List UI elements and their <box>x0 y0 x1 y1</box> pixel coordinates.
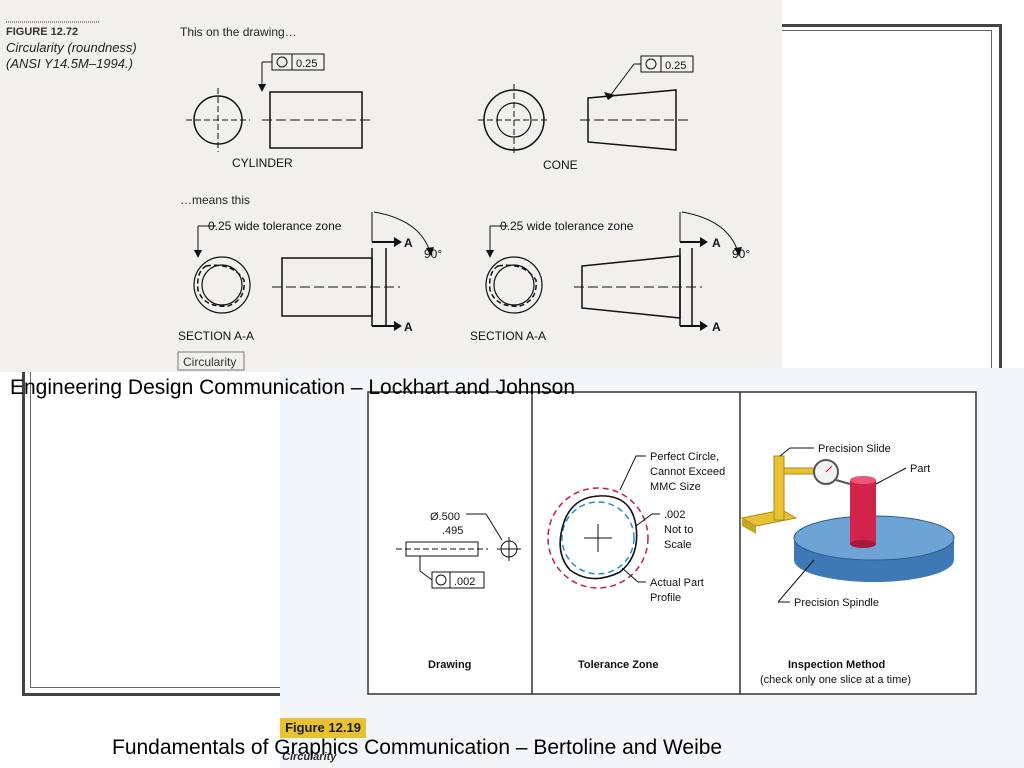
header-drawing: This on the drawing… <box>180 25 297 39</box>
circularity-box <box>177 351 245 371</box>
angle-label-left: 90° <box>424 247 442 261</box>
tolerance-zone-outer-cone <box>485 256 543 314</box>
arrow-a-top-left: A <box>404 236 413 250</box>
figure-b-label: Figure 12.19 <box>280 718 366 738</box>
cylinder-fcf: 0.25 <box>258 53 325 92</box>
caption-bertoline-weibe: Fundamentals of Graphics Communication –… <box>112 736 723 759</box>
panel-tolerance-title: Tolerance Zone <box>578 659 658 671</box>
zone-note-line3: Scale <box>664 539 692 551</box>
drawing-tolerance: .002 <box>454 576 475 588</box>
circularity-icon <box>645 58 657 70</box>
figure-circularity-ansi: FIGURE 12.72 Circularity (roundness) (AN… <box>0 0 782 372</box>
arrow-a-bottom-right: A <box>712 320 721 334</box>
cone-label: CONE <box>543 158 578 172</box>
cone-side-view <box>587 89 677 151</box>
actual-profile-line2: Profile <box>650 592 681 604</box>
figure-circularity-inspection: Ø.500 .495 .002 Drawing Perfect Circle, <box>280 368 1024 768</box>
figure-a-title: Circularity (roundness) <box>6 40 137 55</box>
panel-inspection-title: Inspection Method <box>788 659 885 671</box>
figure-a-standard: (ANSI Y14.5M–1994.) <box>6 56 133 71</box>
figure-b-drawing: Ø.500 .495 .002 Drawing Perfect Circle, <box>282 391 977 763</box>
perfect-circle-inner <box>561 501 635 575</box>
actual-profile-line1: Actual Part <box>650 577 704 589</box>
cylinder-label: CYLINDER <box>232 156 293 170</box>
circularity-icon <box>435 574 447 586</box>
cylinder-tolerance: 0.25 <box>296 58 317 70</box>
dim-lower: .495 <box>442 525 463 537</box>
tolerance-zone-outer <box>193 256 251 314</box>
panel-inspection-note: (check only one slice at a time) <box>760 674 911 686</box>
perfect-circle-line3: MMC Size <box>650 481 701 493</box>
perfect-circle-line2: Cannot Exceed <box>650 466 725 478</box>
precision-slide-label: Precision Slide <box>818 443 891 455</box>
circularity-icon <box>276 56 288 68</box>
zone-label-left: 0.25 wide tolerance zone <box>208 219 342 233</box>
caption-lockhart-johnson: Engineering Design Communication – Lockh… <box>10 376 576 399</box>
actual-part-profile <box>559 495 638 580</box>
precision-spindle-label: Precision Spindle <box>794 597 879 609</box>
precision-slide-post <box>773 455 785 521</box>
perfect-circle-outer <box>547 487 649 589</box>
zone-label-right: 0.25 wide tolerance zone <box>500 219 634 233</box>
figure-a-number: FIGURE 12.72 <box>6 26 78 38</box>
cone-tolerance: 0.25 <box>665 60 686 72</box>
section-label-right: SECTION A-A <box>470 329 546 343</box>
drawing-panel: Ø.500 .495 .002 Drawing <box>396 511 521 671</box>
zone-note-line2: Not to <box>664 524 693 536</box>
figure-a-drawing: FIGURE 12.72 Circularity (roundness) (AN… <box>6 21 750 371</box>
part-label: Part <box>910 463 930 475</box>
perfect-circle-line1: Perfect Circle, <box>650 451 719 463</box>
section-label-left: SECTION A-A <box>178 329 254 343</box>
panel-drawing-title: Drawing <box>428 659 471 671</box>
tolerance-zone-panel: Perfect Circle, Cannot Exceed MMC Size .… <box>547 451 725 671</box>
zone-note-line1: .002 <box>664 509 685 521</box>
part-cylinder <box>850 480 876 544</box>
arrow-a-top-right: A <box>712 236 721 250</box>
circularity-box-label: Circularity <box>183 355 236 369</box>
cone-fcf: 0.25 <box>604 55 694 100</box>
inspection-panel: Precision Slide Part Precision Spindle I… <box>740 443 955 686</box>
angle-label-right: 90° <box>732 247 750 261</box>
dim-upper: Ø.500 <box>430 511 460 523</box>
figure-b-subtitle: Circularity <box>282 751 337 763</box>
arrow-a-bottom-left: A <box>404 320 413 334</box>
header-means: …means this <box>180 193 250 207</box>
